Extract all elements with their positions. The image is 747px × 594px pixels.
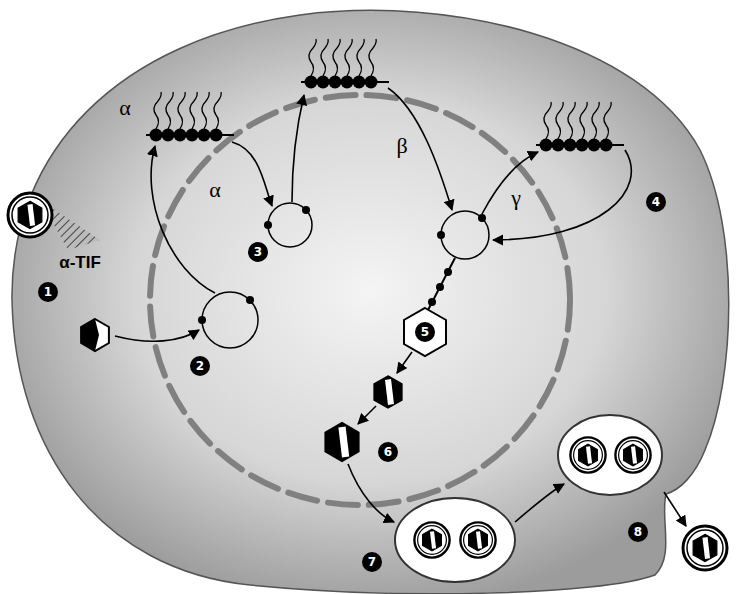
- procapsid: [404, 308, 446, 356]
- capsid: [374, 376, 402, 408]
- callout-number: 4: [646, 192, 666, 212]
- enveloped-virion: [414, 522, 449, 557]
- capsid: [325, 423, 358, 461]
- pathway-arrow: [115, 88, 686, 526]
- callout-number: 3: [248, 242, 268, 262]
- polysome: [146, 92, 234, 142]
- protein-name: α-TIF: [59, 254, 101, 271]
- gene-class: α: [209, 179, 221, 201]
- callout-number: 8: [628, 522, 648, 542]
- nuclear-membrane: [150, 95, 570, 505]
- callout-number: 1: [38, 282, 58, 302]
- polysome: [301, 39, 389, 89]
- concatemer: [428, 258, 455, 310]
- genome-dots: [198, 206, 486, 324]
- vesicle: [395, 498, 515, 582]
- callout-number: 2: [190, 356, 210, 376]
- gene-class: β: [396, 135, 407, 157]
- vesicle: [558, 415, 662, 495]
- polysome: [536, 102, 624, 152]
- released-virion: [683, 526, 727, 570]
- gene-class: α: [119, 97, 131, 119]
- enveloped-virion: [570, 437, 605, 472]
- callout-number: 5: [415, 322, 435, 342]
- gene-class: γ: [511, 187, 521, 209]
- naked-capsid: [81, 319, 109, 351]
- entering-virion: [8, 193, 52, 237]
- callout-number: 6: [378, 442, 398, 462]
- enveloped-virion: [615, 437, 650, 472]
- enveloped-virion: [460, 522, 495, 557]
- callout-number: 7: [362, 552, 382, 572]
- cell-outline: [12, 10, 729, 593]
